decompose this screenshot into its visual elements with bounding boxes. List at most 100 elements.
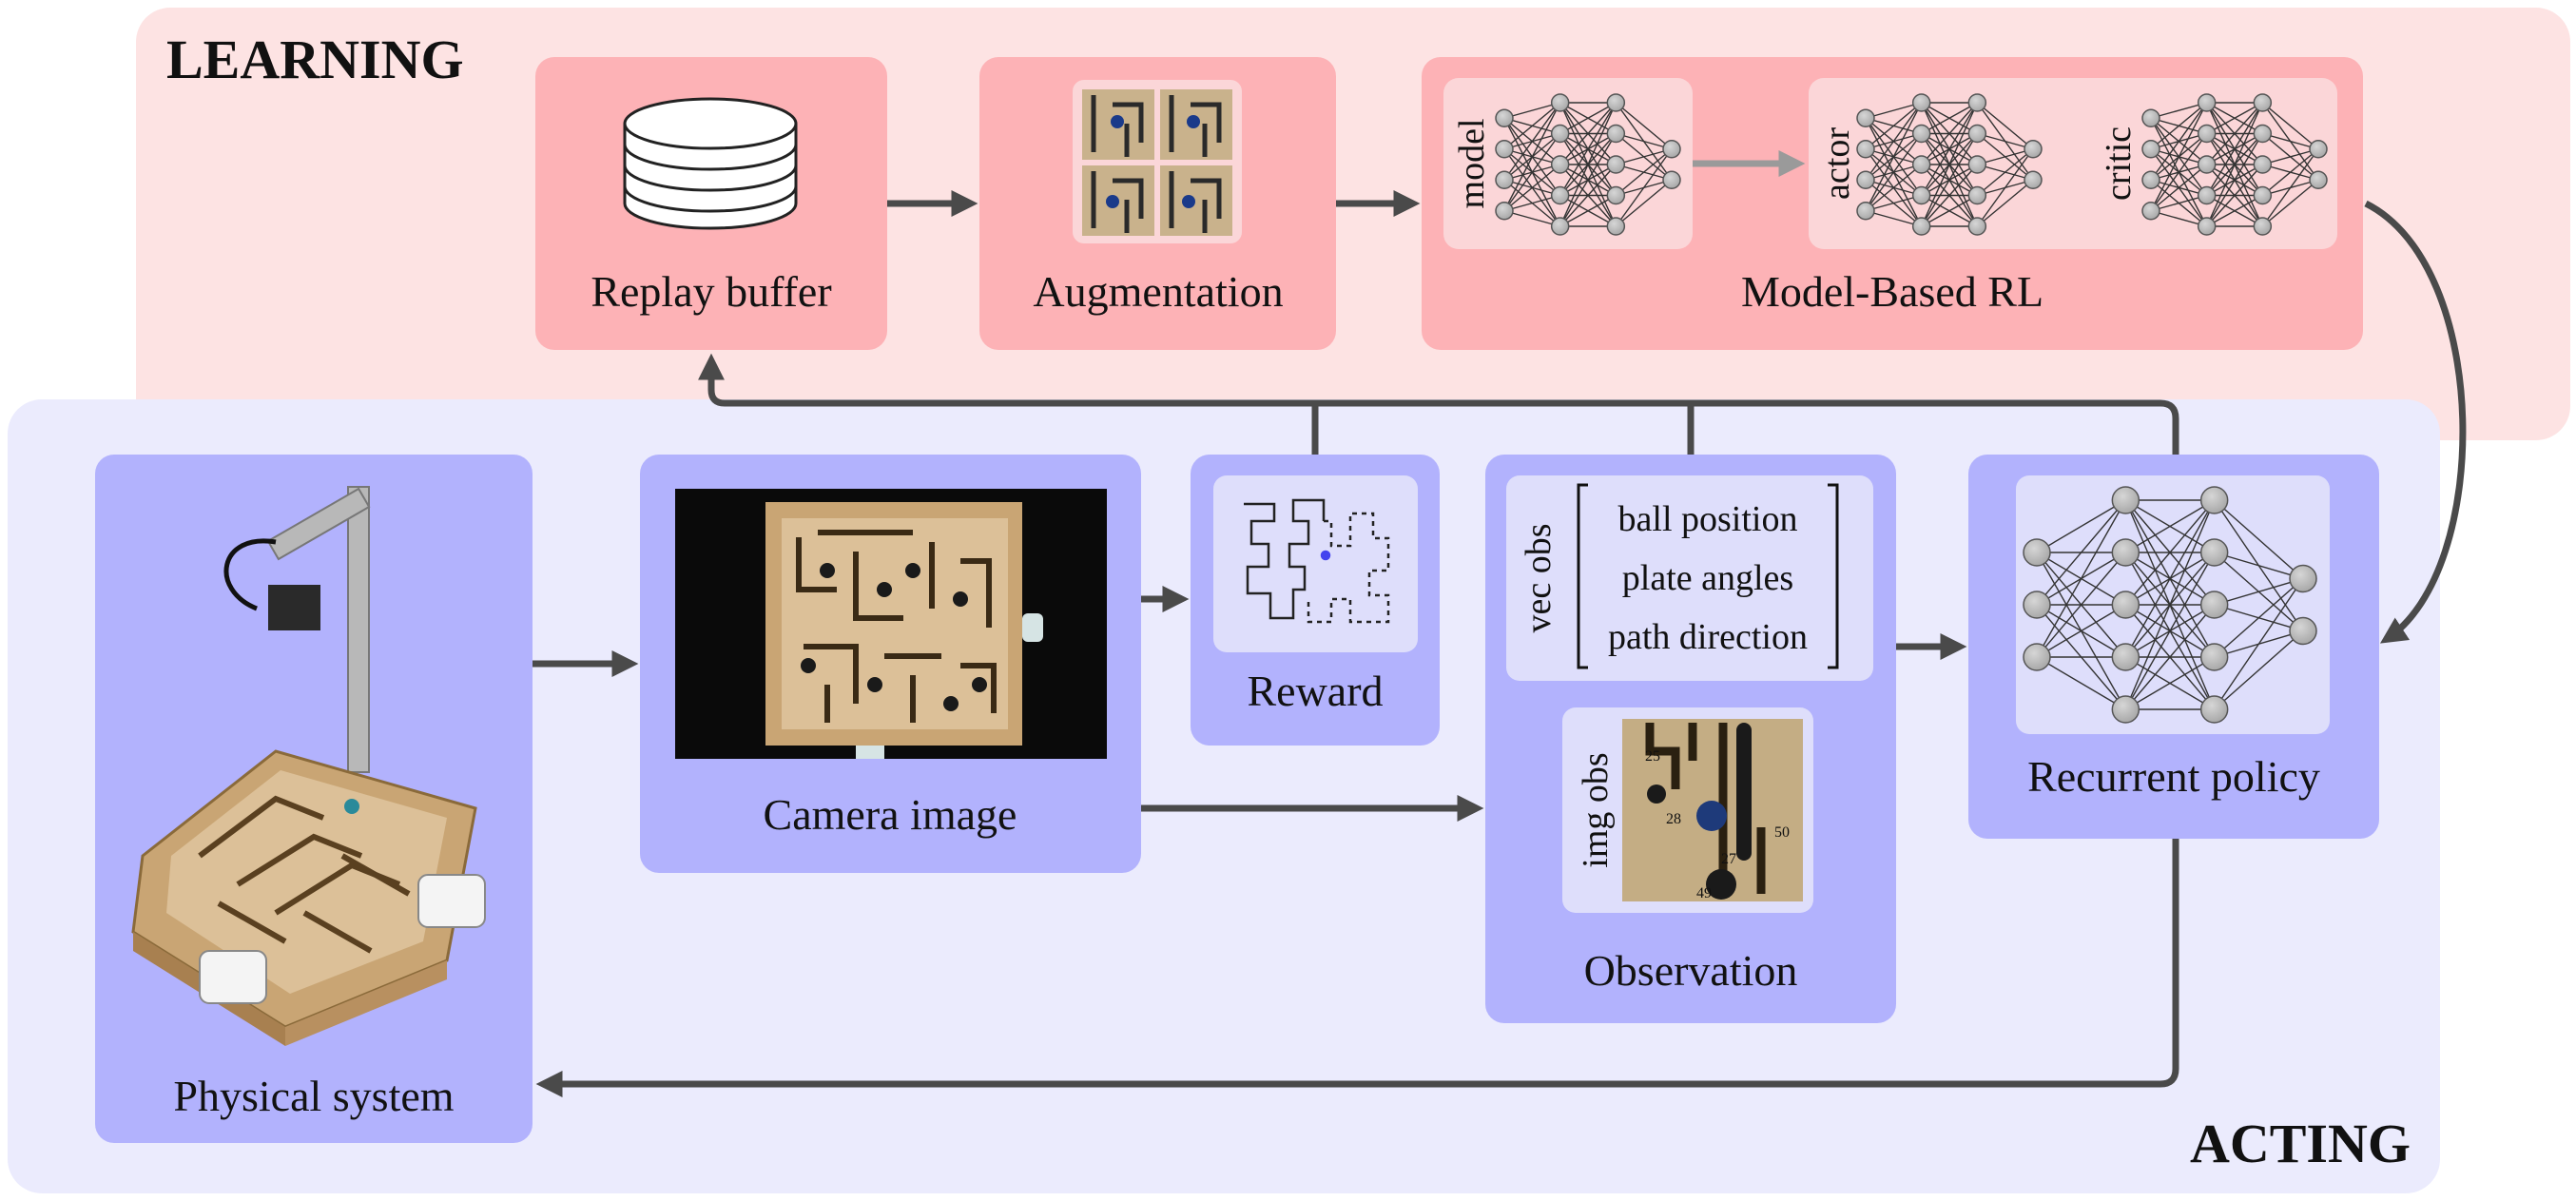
nn-edge — [1615, 148, 1673, 197]
camera-frame — [675, 489, 1107, 759]
nn-edge — [1616, 148, 1673, 165]
nn-node — [2024, 170, 2043, 189]
reward-path-icon — [1244, 498, 1390, 624]
nn-edge — [1921, 164, 1978, 227]
nn-edge — [1559, 133, 1617, 227]
nn-edge — [1865, 210, 1922, 227]
nn-edge — [2150, 133, 2208, 212]
nn-edge — [1921, 102, 1978, 227]
nn-edge — [2036, 499, 2126, 658]
nn-edge — [2206, 102, 2263, 196]
nn-edge — [2206, 194, 2263, 227]
nn-edge — [1559, 102, 1617, 165]
nn-edge — [1503, 102, 1561, 181]
vec-obs-item: ball position — [1618, 499, 1798, 539]
nn-node — [2253, 93, 2273, 112]
nn-node — [2023, 643, 2051, 671]
nn-edge — [2036, 499, 2126, 606]
img-obs-label: img obs — [1576, 752, 1616, 867]
nn-edge — [1559, 102, 1617, 227]
nn-node — [1606, 124, 1626, 144]
nn-node — [2141, 140, 2160, 159]
actor-label: actor — [1817, 127, 1857, 200]
nn-node — [1911, 217, 1931, 236]
nn-edge — [2214, 577, 2304, 606]
nn-edge — [2036, 499, 2126, 553]
nn-node — [1662, 170, 1681, 189]
nn-node — [2024, 140, 2043, 159]
nn-edge — [2150, 102, 2208, 181]
nn-node — [1967, 93, 1987, 112]
nn-edge — [1921, 102, 1978, 196]
nn-edge — [2262, 148, 2319, 165]
nn-node — [2199, 486, 2229, 514]
nn-edge — [1865, 133, 1923, 212]
nn-node — [2023, 591, 2051, 619]
policy-network — [2023, 486, 2317, 724]
nn-node — [2197, 217, 2217, 236]
nn-edge — [1865, 102, 1923, 150]
nn-edge — [2214, 552, 2304, 580]
replay-buffer-label: Replay buffer — [591, 267, 831, 316]
nn-node — [1967, 217, 1987, 236]
nn-node — [2197, 124, 2217, 144]
nn-edge — [1503, 102, 1561, 150]
nn-edge — [2124, 499, 2216, 710]
nn-edge — [2124, 499, 2216, 553]
vec-obs-label: vec obs — [1519, 523, 1559, 632]
nn-node — [1911, 93, 1931, 112]
nn-edge — [2214, 578, 2304, 710]
nn-node — [1550, 93, 1570, 112]
vec-obs-inner-box — [1506, 475, 1873, 681]
nn-edge — [2206, 102, 2263, 165]
nn-edge — [1615, 102, 1673, 150]
nn-edge — [2150, 102, 2207, 119]
nn-node — [2199, 643, 2229, 671]
nn-edge — [2150, 102, 2208, 212]
nn-node — [1856, 202, 1875, 221]
nn-node — [2111, 486, 2140, 514]
database-icon — [623, 97, 798, 230]
nn-edge — [2214, 499, 2304, 580]
nn-edge — [1559, 164, 1617, 227]
nn-node — [1606, 217, 1626, 236]
policy-to-physical-arrow — [535, 839, 2179, 1097]
img-obs-crop: 25 28 27 49 50 — [1622, 719, 1803, 901]
nn-node — [2289, 564, 2317, 593]
nn-node — [2199, 695, 2229, 724]
nn-node — [2197, 155, 2217, 174]
nn-edge — [1921, 194, 1978, 227]
nn-edge — [1921, 102, 1978, 165]
img-obs-number: 50 — [1774, 824, 1790, 841]
nn-edge — [1977, 132, 2034, 150]
nn-edge — [2150, 194, 2207, 212]
reward-label: Reward — [1247, 667, 1383, 715]
nn-node — [1550, 185, 1570, 205]
nn-edge — [1503, 164, 1561, 212]
nn-node — [1911, 124, 1931, 144]
nn-node — [2023, 538, 2051, 567]
nn-node — [2253, 124, 2273, 144]
nn-edge — [2206, 164, 2263, 227]
nn-node — [1662, 140, 1681, 159]
nn-edge — [2261, 148, 2319, 197]
nn-edge — [1865, 102, 1922, 119]
nn-node — [1550, 155, 1570, 174]
nn-node — [1911, 185, 1931, 205]
critic-network — [2141, 93, 2328, 236]
nn-node — [1495, 170, 1514, 189]
nn-node — [2197, 93, 2217, 112]
learning-title: LEARNING — [166, 29, 464, 90]
reward-inner-box — [1213, 475, 1418, 652]
nn-edge — [1616, 132, 1673, 150]
nn-edge — [1976, 148, 2034, 227]
nn-edge — [1976, 148, 2034, 197]
nn-node — [2253, 217, 2273, 236]
model-label: model — [1452, 119, 1492, 209]
nn-edge — [1559, 194, 1617, 227]
nn-edge — [1559, 102, 1617, 135]
nn-node — [2111, 695, 2140, 724]
nn-node — [1856, 140, 1875, 159]
nn-edge — [2261, 148, 2319, 227]
nn-node — [1911, 155, 1931, 174]
